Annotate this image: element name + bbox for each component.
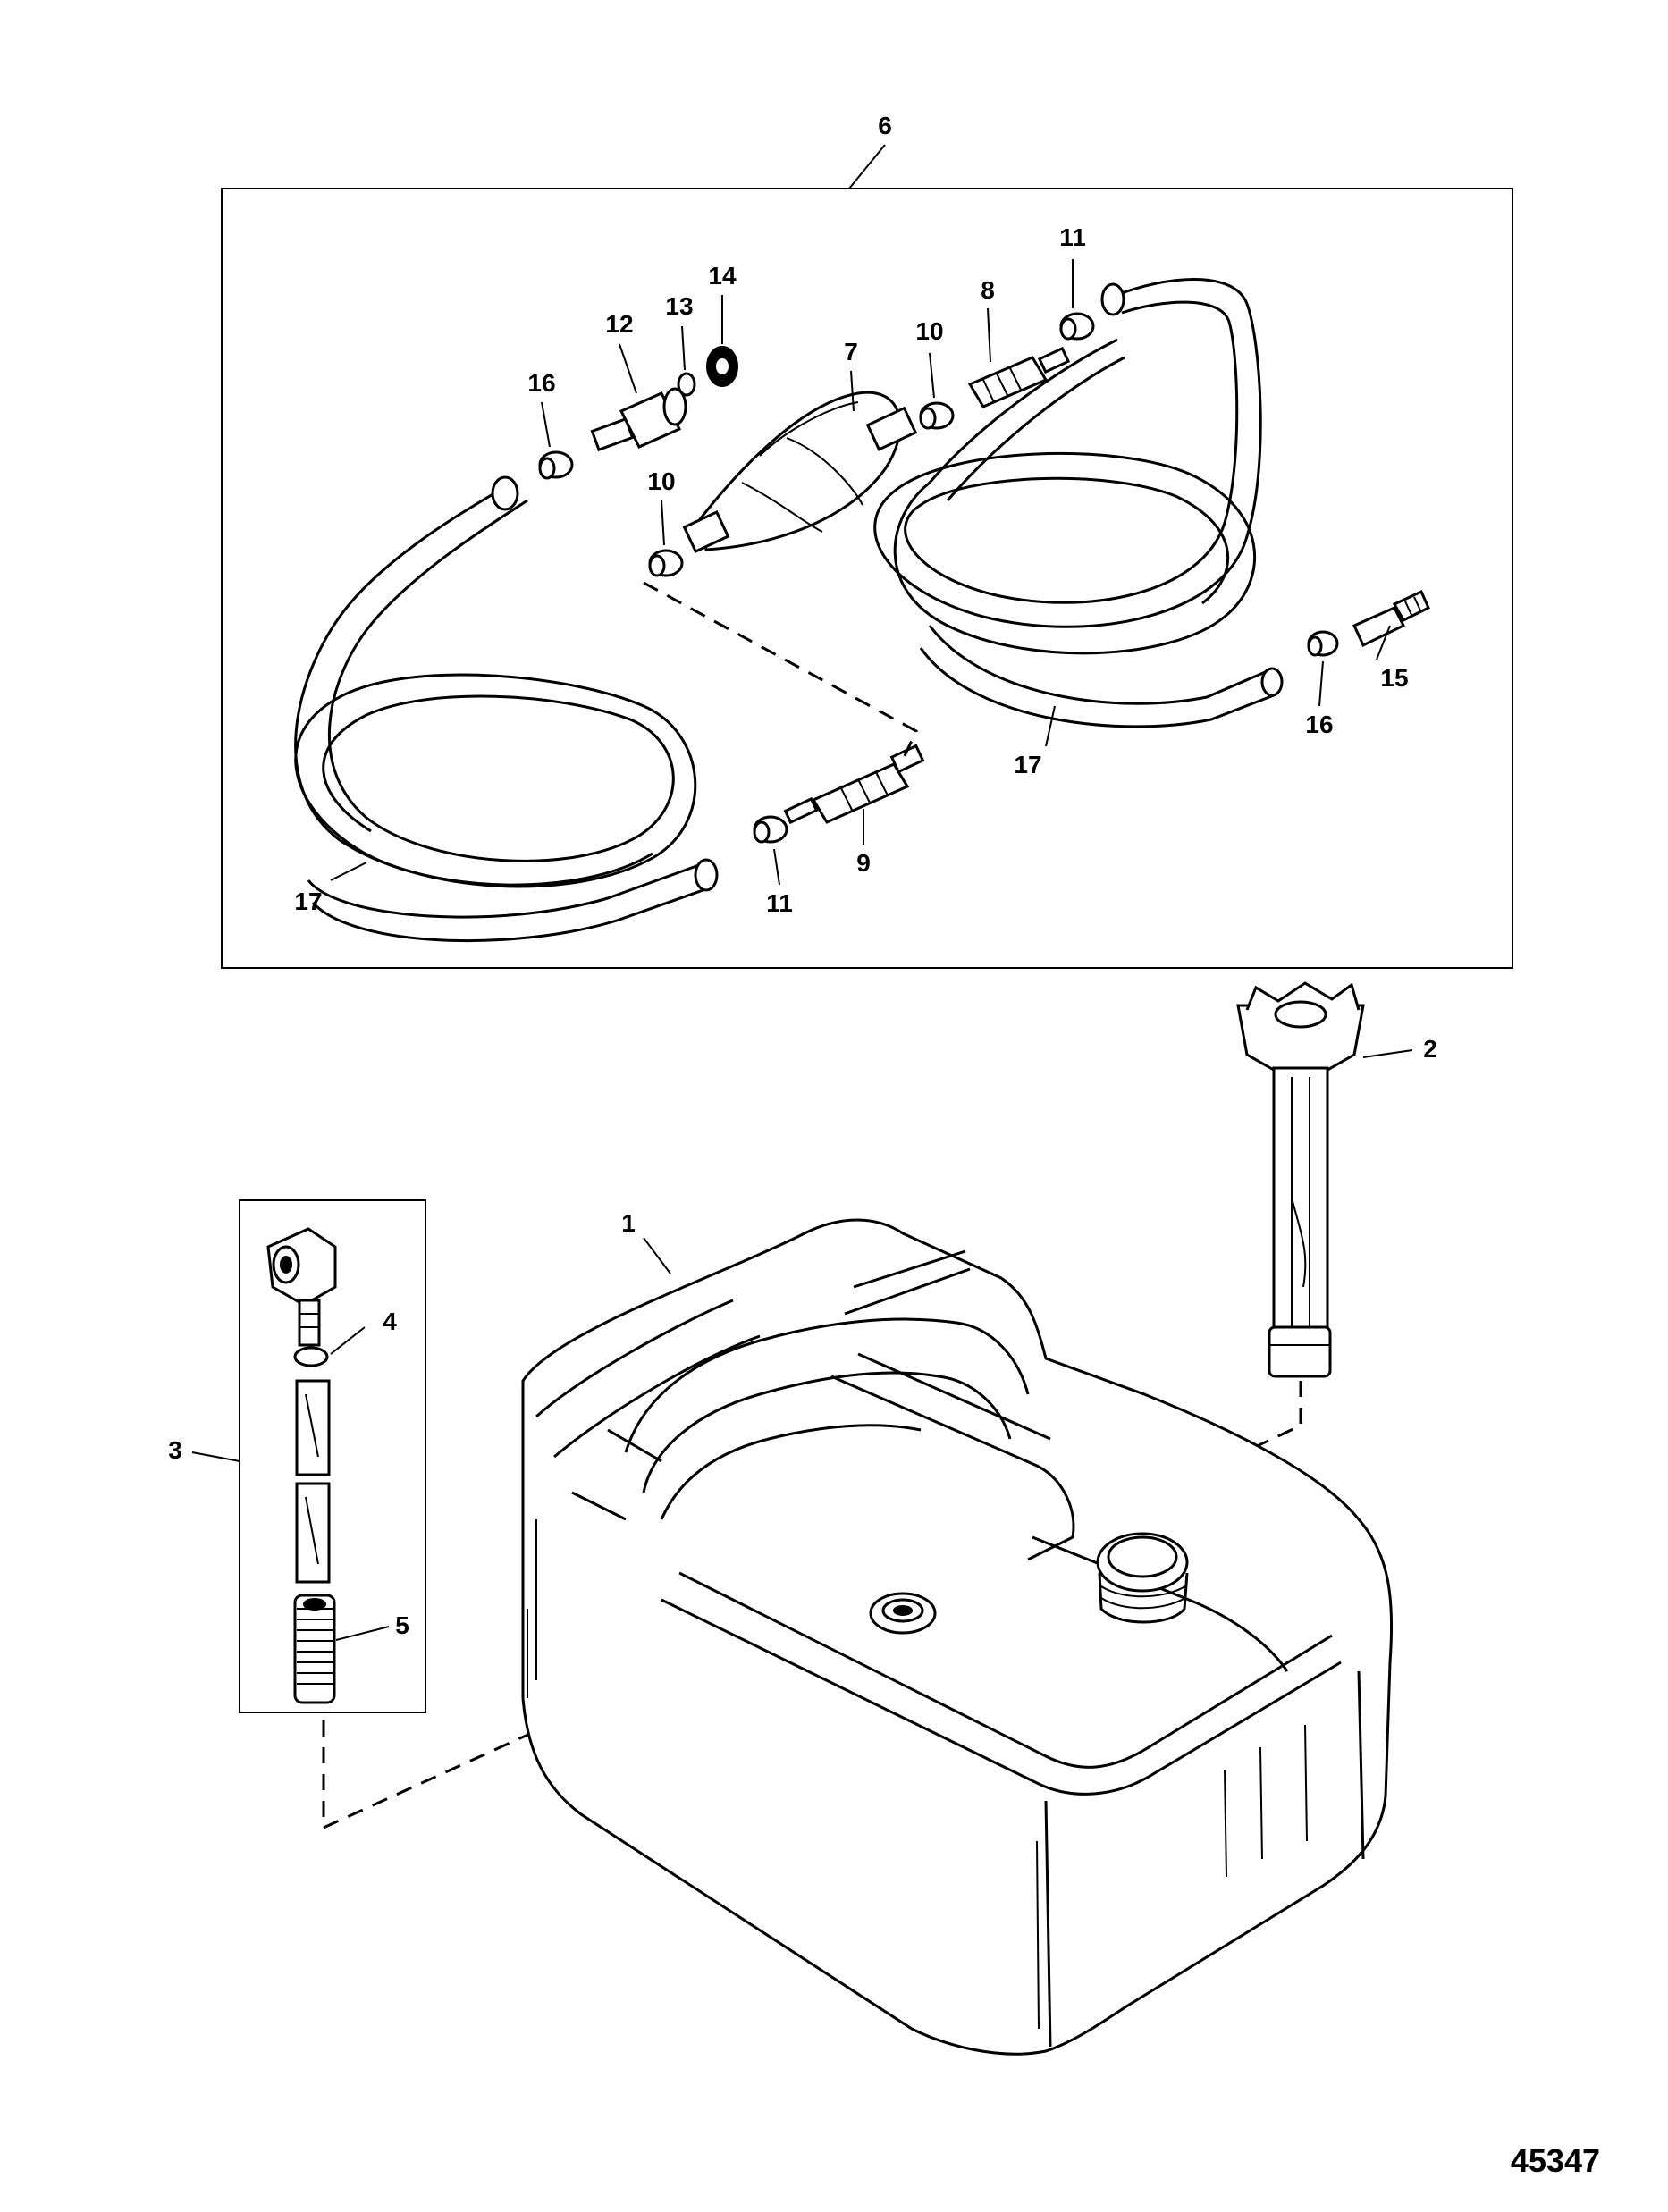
o-ring-4 [293,1346,329,1367]
callout-17-right: 17 [1014,751,1041,778]
callout-17-left: 17 [294,887,322,915]
callout-12: 12 [605,310,633,338]
callout-5: 5 [395,1611,409,1639]
leader-lines-box [330,259,1391,886]
fuel-filter-5 [293,1594,336,1704]
pickup-assembly-frame [239,1199,426,1713]
callout-9: 9 [856,849,871,877]
hose-clamp-11-top [1059,312,1095,341]
leader-6 [848,144,886,189]
assembly-path-bulb-to-connector [643,581,918,761]
callout-11-top: 11 [1059,223,1086,251]
callout-8: 8 [981,276,995,304]
callout-4: 4 [383,1308,397,1335]
hose-clamp-10-lower [648,549,684,577]
pickup-tube [295,1379,331,1584]
fuel-gauge [1236,981,1365,1378]
callout-14: 14 [708,262,737,290]
figure-number: 45347 [1511,2142,1600,2179]
washer-14 [706,346,738,387]
callout-13: 13 [665,292,693,320]
fuel-tank [521,1218,1394,2056]
o-ring-13 [677,372,696,397]
hose-clamp-10-upper [919,401,955,430]
callout-11-lower: 11 [766,889,793,917]
leader-3 [191,1451,240,1462]
hose-clamp-16-right [1307,630,1339,657]
leader-5 [335,1626,390,1641]
leader-1 [643,1237,671,1274]
leader-2 [1362,1049,1413,1058]
callout-10-upper: 10 [915,317,943,345]
callout-1: 1 [621,1209,636,1237]
fuel-connector-8 [967,346,1071,408]
callout-labels: 6 11 14 8 12 13 10 7 16 10 15 16 17 9 11… [168,112,1437,1639]
fuel-connector-12 [590,387,687,452]
assembly-path-pickup-to-tank [322,1510,905,1830]
hose-clamp-16-top [538,450,574,480]
fuel-connector-15 [1352,589,1430,648]
callout-3: 3 [168,1436,182,1464]
primer-bulb [682,391,918,554]
fuel-line-assembly-frame [221,188,1513,969]
pickup-elbow-fitting [266,1227,337,1347]
fuel-connector-9 [783,744,925,825]
fuel-hose-left [294,475,719,942]
callout-15: 15 [1380,664,1408,692]
leader-4 [330,1326,366,1355]
hose-clamp-11-lower [753,815,788,844]
fuel-hose-right [873,278,1284,728]
callout-16-top: 16 [527,369,555,397]
callout-10-lower: 10 [647,467,675,495]
callout-7: 7 [844,338,858,366]
callout-6: 6 [878,112,892,139]
callout-16-right: 16 [1305,711,1333,738]
callout-2: 2 [1423,1035,1437,1063]
